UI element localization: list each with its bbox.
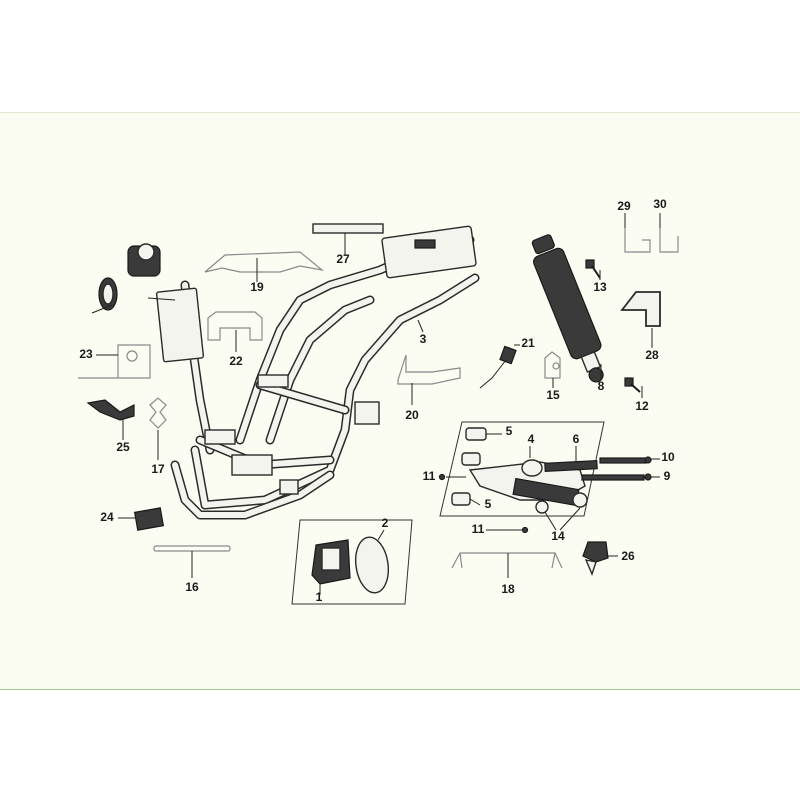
part-25-clip [86,399,135,440]
main-frame [155,225,480,520]
part-27-plate [312,223,384,255]
callout-4: 4 [528,432,535,446]
callout-18: 18 [501,582,515,596]
callout-12: 12 [635,399,649,413]
part-15-bracket [544,351,561,388]
callout-9: 9 [664,469,671,483]
callout-13: 13 [593,280,607,294]
callout-24: 24 [100,510,114,524]
part-21-sensor [479,344,520,389]
part-26-cap [582,541,618,576]
callout-8: 8 [598,379,605,393]
steering-lock-assembly [91,243,176,314]
callout-21: 21 [521,336,535,350]
part-12-bolt [624,377,643,398]
part-16-cable-tie [153,545,231,578]
callout-19: 19 [250,280,264,294]
callout-15: 15 [546,388,560,402]
part-13-bolt [585,259,601,280]
callout-16: 16 [185,580,199,594]
part-17-clip [149,397,167,460]
callout-5-upper: 5 [506,424,513,438]
callout-23: 23 [79,347,93,361]
diagram-panel [0,112,800,690]
part-8-shock-absorber [531,234,604,383]
callout-26: 26 [621,549,635,563]
part-1-2-group [291,519,413,605]
part-23-bracket [78,344,151,379]
callout-20: 20 [405,408,419,422]
callout-10: 10 [661,450,675,464]
callout-30: 30 [653,197,667,211]
part-24-clip [118,507,165,531]
part-18-bracket [451,552,563,578]
callout-2: 2 [382,516,389,530]
part-22-bracket [207,311,263,352]
stand-group [438,421,660,534]
part-19-bracket [204,251,325,282]
callout-11-lower: 11 [472,522,485,536]
part-29-30-clips [624,213,679,253]
callout-27: 27 [336,252,350,266]
callout-6: 6 [573,432,580,446]
callout-25: 25 [116,440,130,454]
part-20-bracket [397,354,461,405]
callout-5-lower: 5 [485,497,492,511]
callout-1: 1 [316,590,323,604]
callout-29: 29 [617,199,631,213]
callout-11-upper: 11 [423,469,436,483]
part-28-cover [620,291,661,348]
callout-17: 17 [151,462,165,476]
callout-22: 22 [229,354,243,368]
callout-14: 14 [551,529,565,543]
callout-3: 3 [420,332,427,346]
callout-28: 28 [645,348,659,362]
